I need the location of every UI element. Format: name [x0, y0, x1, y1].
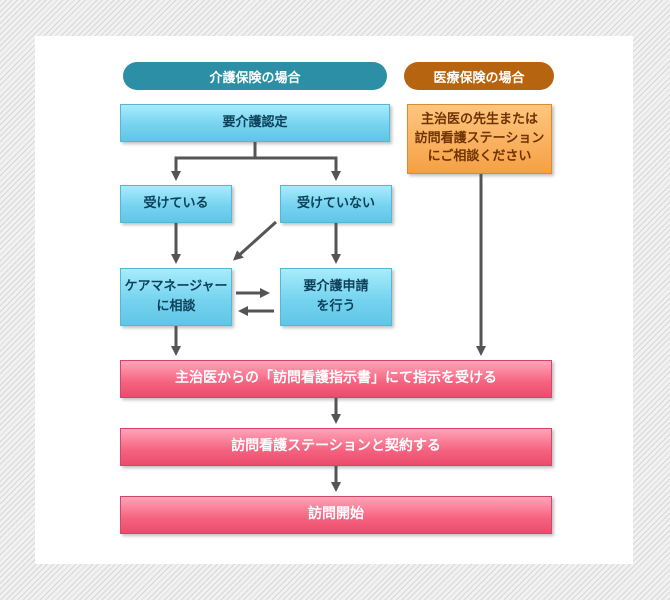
certified-box: 受けている — [120, 185, 232, 223]
care-insurance-header: 介護保険の場合 — [123, 62, 387, 90]
care-certification-box: 要介護認定 — [120, 104, 390, 142]
start-visit-box: 訪問開始 — [120, 496, 552, 534]
receive-instruction-box: 主治医からの「訪問看護指示書」にて指示を受ける — [120, 360, 552, 398]
contract-box: 訪問看護ステーションと契約する — [120, 428, 552, 466]
medical-insurance-header: 医療保険の場合 — [404, 62, 554, 90]
arrow-not-certified-to-care-manager — [233, 220, 278, 261]
apply-certification-box: 要介護申請 を行う — [280, 268, 392, 326]
consult-doctor-box: 主治医の先生または 訪問看護ステーション にご相談ください — [407, 104, 552, 174]
care-manager-box: ケアマネージャー に相談 — [120, 268, 232, 326]
split-line — [174, 156, 338, 170]
not-certified-box: 受けていない — [280, 185, 392, 223]
